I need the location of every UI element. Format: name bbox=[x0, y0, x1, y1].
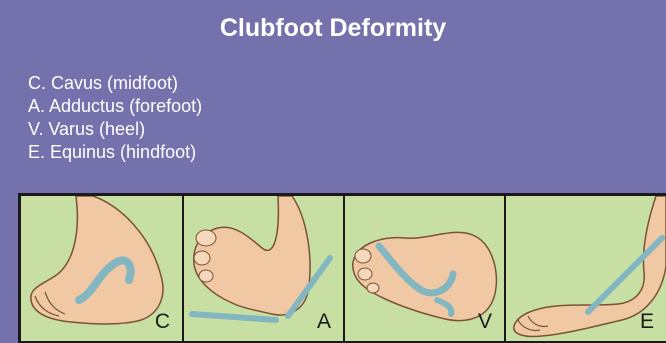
panel-label-e: E bbox=[640, 310, 654, 334]
list-item-cavus: C. Cavus (midfoot) bbox=[28, 72, 202, 95]
panel-varus: V bbox=[345, 196, 504, 341]
panel-label-v: V bbox=[478, 310, 492, 334]
panel-equinus: E bbox=[506, 196, 666, 341]
panel-cavus: C bbox=[21, 196, 182, 341]
list-item-adductus: A. Adductus (forefoot) bbox=[28, 95, 202, 118]
list-item-equinus: E. Equinus (hindfoot) bbox=[28, 141, 202, 164]
slide-title: Clubfoot Deformity bbox=[0, 14, 666, 43]
panel-adductus: A bbox=[184, 196, 343, 341]
list-item-varus: V. Varus (heel) bbox=[28, 118, 202, 141]
panel-label-c: C bbox=[155, 310, 170, 334]
deformity-list: C. Cavus (midfoot) A. Adductus (forefoot… bbox=[28, 72, 202, 164]
panel-label-a: A bbox=[317, 310, 331, 334]
adductus-line-horizontal bbox=[192, 314, 276, 320]
